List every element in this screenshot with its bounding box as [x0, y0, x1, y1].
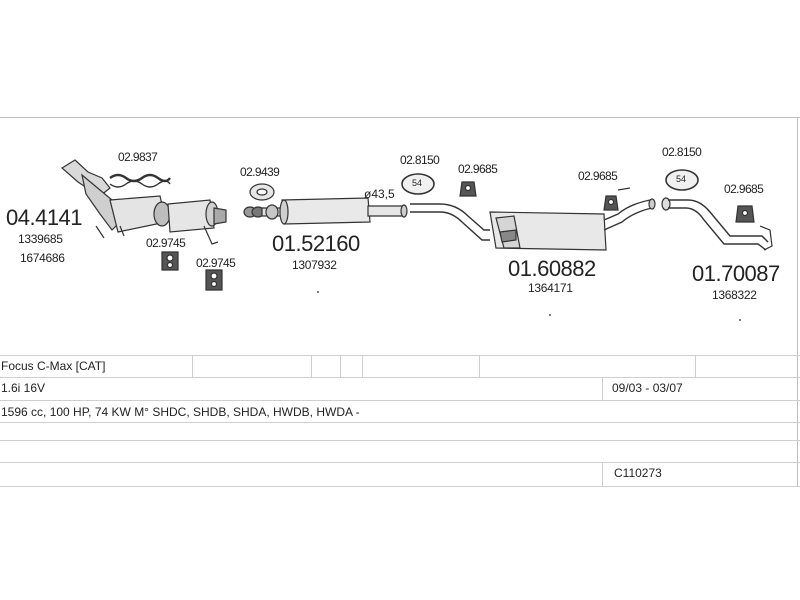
table-rule [0, 486, 800, 487]
part-label-ring-b: 02.8150 [662, 145, 702, 159]
table-rule [0, 377, 800, 378]
hanger-drawing-d [603, 187, 631, 211]
part-number-catalytic-converter: 04.4141 [6, 205, 83, 230]
part-number-center-silencer: 01.60882 [508, 256, 596, 281]
sealing-ring-drawing-b [665, 169, 699, 191]
table-divider [602, 462, 603, 486]
oem-ref-rear-silencer: 1368322 [712, 288, 757, 302]
engine-spec: 1596 cc, 100 HP, 74 KW M° SHDC, SHDB, SH… [1, 405, 360, 419]
rear-silencer-drawing [661, 197, 773, 251]
part-label-hanger-d: 02.9685 [578, 169, 618, 183]
part-label-ring-a: 02.8150 [400, 153, 440, 167]
part-number-rear-silencer: 01.70087 [692, 261, 780, 286]
oem-ref-2: 1674686 [20, 251, 65, 265]
table-rule [0, 400, 800, 401]
hanger-drawing-c [459, 181, 477, 197]
hanger-drawing-e [735, 205, 755, 223]
vehicle-info-table: Focus C-Max [CAT] 1.6i 16V 09/03 - 03/07… [0, 355, 800, 490]
table-rule [0, 462, 800, 463]
sealing-ring-drawing-a [401, 173, 435, 195]
part-number-front-silencer: 01.52160 [272, 231, 360, 256]
part-label-gasket: 02.9439 [240, 165, 280, 179]
part-label-hanger-e: 02.9685 [724, 182, 764, 196]
ring-badge-b: 54 [676, 174, 687, 184]
table-rule [0, 355, 800, 356]
part-label-clamp: 02.9837 [118, 150, 158, 164]
oem-ref-center-silencer: 1364171 [528, 281, 573, 295]
diagram-right-border [797, 117, 798, 487]
part-label-hanger-c: 02.9685 [458, 162, 498, 176]
table-divider [311, 355, 312, 377]
front-silencer-drawing [243, 197, 408, 225]
gasket-drawing [249, 183, 275, 201]
oem-ref-1: 1339685 [18, 232, 63, 246]
hanger-drawing-a [161, 251, 179, 271]
table-divider [362, 355, 363, 377]
catalog-number: C110273 [614, 466, 662, 480]
hanger-drawing-b [205, 269, 223, 291]
table-rule [0, 440, 800, 441]
table-divider [602, 377, 603, 400]
catalytic-converter-drawing [60, 159, 227, 245]
production-date-range: 09/03 - 03/07 [612, 381, 683, 395]
part-label-hanger-a: 02.9745 [146, 236, 186, 250]
engine-variant: 1.6i 16V [1, 381, 46, 395]
part-label-hanger-b: 02.9745 [196, 256, 236, 270]
ring-badge-a: 54 [412, 178, 423, 188]
table-rule [0, 422, 800, 423]
diagram-top-border [0, 117, 800, 118]
table-divider [695, 355, 696, 377]
center-silencer-drawing [410, 198, 656, 251]
clamp-drawing [109, 173, 171, 188]
vehicle-model: Focus C-Max [CAT] [1, 359, 106, 373]
table-divider [192, 355, 193, 377]
pipe-diameter-label: ø43,5 [364, 187, 395, 201]
table-divider [340, 355, 341, 377]
table-divider [479, 355, 480, 377]
oem-ref-front-silencer: 1307932 [292, 258, 337, 272]
